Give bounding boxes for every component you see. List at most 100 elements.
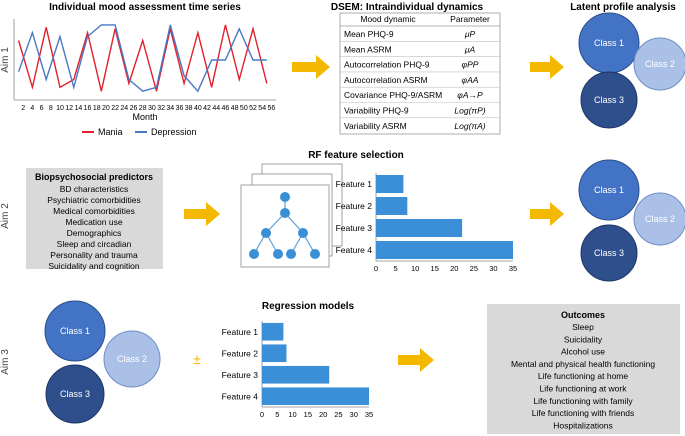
ts-x-tick-label: 28 bbox=[139, 105, 147, 112]
list-item: Suicidality and cognition bbox=[48, 261, 139, 271]
ts-x-tick-label: 4 bbox=[30, 105, 34, 112]
bar-feature-2 bbox=[262, 344, 287, 363]
bar-x-tick-label: 20 bbox=[450, 264, 458, 273]
bar-x-tick-label: 30 bbox=[489, 264, 497, 273]
plus-minus-symbol: ± bbox=[193, 351, 201, 367]
aim3-class3-circle bbox=[45, 364, 105, 424]
bar-category-label: Feature 2 bbox=[222, 348, 259, 358]
bar-x-tick-label: 5 bbox=[393, 264, 397, 273]
ts-x-tick-label: 2 bbox=[21, 105, 25, 112]
ts-x-tick-label: 34 bbox=[166, 105, 174, 112]
list-item: Sleep bbox=[572, 322, 594, 332]
ts-x-tick-label: 30 bbox=[148, 105, 156, 112]
ts-x-tick-label: 44 bbox=[212, 105, 220, 112]
dsem-row-name: Variability PHQ-9 bbox=[344, 106, 409, 116]
bar-feature-2 bbox=[376, 196, 408, 216]
outcomes-title: Outcomes bbox=[561, 310, 605, 320]
ts-x-tick-label: 12 bbox=[65, 105, 73, 112]
lpa-title: Latent profile analysis bbox=[570, 2, 676, 13]
dsem-row-name: Autocorrelation PHQ-9 bbox=[344, 60, 430, 70]
regression-title: Regression models bbox=[262, 301, 355, 312]
bar-x-tick-label: 15 bbox=[431, 264, 439, 273]
aim2-class1-circle bbox=[578, 159, 640, 221]
lpa-class3-circle bbox=[580, 71, 638, 129]
bar-x-tick-label: 35 bbox=[509, 264, 517, 273]
lpa-class2-circle bbox=[633, 37, 685, 91]
dsem-row-name: Variability ASRM bbox=[344, 121, 407, 131]
bar-category-label: Feature 1 bbox=[336, 179, 373, 189]
bar-x-tick-label: 25 bbox=[470, 264, 478, 273]
ts-x-tick-label: 8 bbox=[49, 105, 53, 112]
aim2-class3-circle bbox=[580, 224, 638, 282]
dsem-row-name: Mean PHQ-9 bbox=[344, 29, 394, 39]
aim2-label: Aim 2 bbox=[0, 203, 11, 229]
aim2-class-circles: Class 1 Class 2 Class 3 bbox=[578, 159, 685, 282]
predictors-box bbox=[26, 168, 163, 269]
ts-x-tick-label: 24 bbox=[120, 105, 128, 112]
ts-x-tick-label: 46 bbox=[222, 105, 230, 112]
ts-x-tick-label: 56 bbox=[268, 105, 276, 112]
timeseries-title: Individual mood assessment time series bbox=[49, 2, 241, 13]
aim2-class2-circle bbox=[633, 192, 685, 246]
arrow-dsem-to-lpa bbox=[530, 55, 564, 79]
list-item: Suicidality bbox=[564, 334, 603, 344]
aim2-class2-label: Class 2 bbox=[645, 214, 675, 224]
ts-x-tick-label: 40 bbox=[194, 105, 202, 112]
ts-line-mania bbox=[17, 24, 268, 92]
ts-x-tick-label: 18 bbox=[93, 105, 101, 112]
ts-x-tick-label: 16 bbox=[84, 105, 92, 112]
dsem-row-param: φAA bbox=[462, 75, 479, 85]
ts-x-tick-label: 50 bbox=[240, 105, 248, 112]
list-item: Personality and trauma bbox=[50, 250, 138, 260]
arrow-ts-to-dsem bbox=[292, 55, 330, 79]
list-item: Life functioning at home bbox=[538, 371, 629, 381]
bar-category-label: Feature 3 bbox=[222, 370, 259, 380]
list-item: Life functioning with friends bbox=[532, 408, 635, 418]
bar-x-tick-label: 0 bbox=[374, 264, 378, 273]
list-item: Medical comorbidities bbox=[53, 206, 135, 216]
ts-x-tick-label: 10 bbox=[56, 105, 64, 112]
arrow-rf-to-classes bbox=[530, 202, 564, 226]
list-item: Mental and physical health functioning bbox=[511, 359, 655, 369]
bar-x-tick-label: 0 bbox=[260, 410, 264, 419]
aim1-label: Aim 1 bbox=[0, 47, 11, 73]
bar-x-tick-label: 20 bbox=[319, 410, 327, 419]
lpa-class2-label: Class 2 bbox=[645, 59, 675, 69]
list-item: Life functioning with family bbox=[533, 396, 633, 406]
ts-x-tick-label: 48 bbox=[231, 105, 239, 112]
aim3-class1-label: Class 1 bbox=[60, 326, 90, 336]
bar-x-tick-label: 25 bbox=[334, 410, 342, 419]
lpa-class-circles: Class 1 Class 2 Class 3 bbox=[578, 12, 685, 129]
aim3-class1-circle bbox=[44, 300, 106, 362]
ts-x-tick-label: 6 bbox=[40, 105, 44, 112]
bar-x-tick-label: 15 bbox=[304, 410, 312, 419]
dsem-title: DSEM: Intraindividual dynamics bbox=[331, 2, 484, 13]
bar-x-tick-label: 35 bbox=[365, 410, 373, 419]
predictors-title: Biopsychosocial predictors bbox=[35, 172, 153, 182]
ts-x-tick-label: 54 bbox=[258, 105, 266, 112]
bar-category-label: Feature 3 bbox=[336, 223, 373, 233]
aim2-class1-label: Class 1 bbox=[594, 185, 624, 195]
list-item: BD characteristics bbox=[60, 184, 129, 194]
bar-feature-4 bbox=[262, 387, 369, 406]
ts-x-tick-label: 22 bbox=[111, 105, 119, 112]
ts-series bbox=[17, 24, 268, 93]
bar-x-tick-label: 10 bbox=[288, 410, 296, 419]
bar-feature-3 bbox=[376, 218, 463, 238]
ts-x-tick-label: 20 bbox=[102, 105, 110, 112]
legend-mania-label: Mania bbox=[98, 127, 123, 137]
arrow-predictors-to-rf bbox=[184, 202, 220, 226]
lpa-class1-label: Class 1 bbox=[594, 38, 624, 48]
bar-feature-1 bbox=[376, 174, 404, 194]
legend-depression-label: Depression bbox=[151, 127, 197, 137]
bar-x-tick-label: 30 bbox=[350, 410, 358, 419]
bar-category-label: Feature 4 bbox=[222, 391, 259, 401]
dsem-col-header-dynamic: Mood dynamic bbox=[360, 14, 416, 24]
dsem-row-name: Covariance PHQ-9/ASRM bbox=[344, 90, 442, 100]
